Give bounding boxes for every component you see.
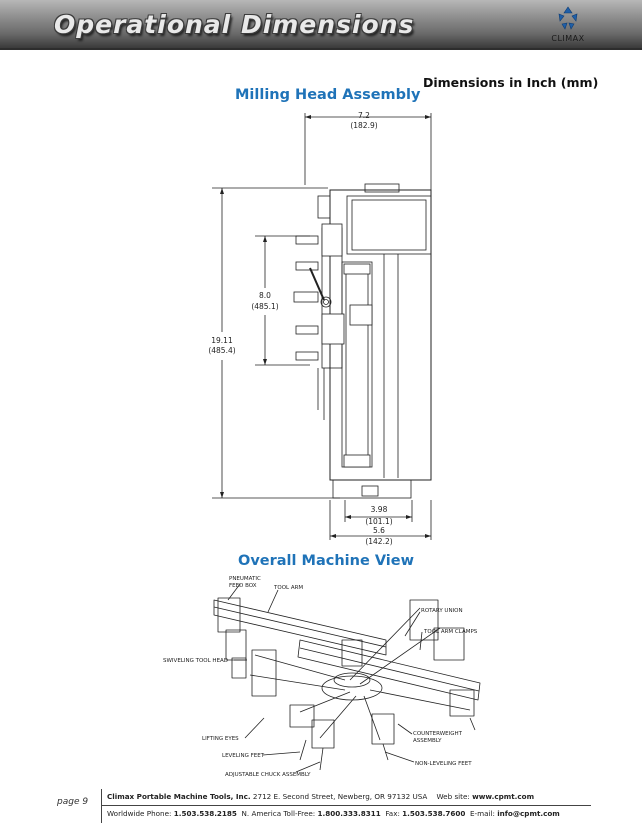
footer-worldwide-label: Worldwide Phone: <box>107 809 172 818</box>
label-swiveling-tool-head: SWIVELING TOOL HEAD <box>163 658 228 664</box>
logo-text: CLIMAX <box>551 34 585 43</box>
footer-contact-line: Worldwide Phone: 1.503.538.2185 N. Ameri… <box>107 809 560 818</box>
label-counterweight-2: ASSEMBLY <box>413 738 442 744</box>
dim-base-inner-mm: (101.1) <box>365 517 392 526</box>
footer-worldwide-phone: 1.503.538.2185 <box>173 809 237 818</box>
footer-company-line: Climax Portable Machine Tools, Inc. 2712… <box>107 792 534 801</box>
dim-height-total-mm: (485.4) <box>208 346 235 355</box>
label-tool-arm-clamps: TOOL ARM CLAMPS <box>423 629 478 635</box>
overall-machine-drawing: PNEUMATIC FEED BOX TOOL ARM ROTARY UNION… <box>163 576 481 778</box>
label-pneumatic-2: FEED BOX <box>229 583 257 589</box>
milling-head-title: Milling Head Assembly <box>235 87 421 103</box>
dim-height-total-in: 19.11 <box>211 336 233 345</box>
footer-divider-horizontal <box>101 805 591 806</box>
dim-base-outer-in: 5.6 <box>373 526 385 535</box>
milling-head-drawing: 7.2 (182.9) 19.11 (485.4) 8.0 (485.1) 3.… <box>208 111 432 546</box>
label-non-leveling-feet: NON-LEVELING FEET <box>415 761 472 767</box>
dim-height-mid-in: 8.0 <box>259 291 271 300</box>
label-pneumatic-1: PNEUMATIC <box>229 576 261 582</box>
page-title: Operational Dimensions <box>54 10 415 39</box>
label-adjustable-chuck: ADJUSTABLE CHUCK ASSEMBLY <box>225 772 311 778</box>
climax-logo: CLIMAX <box>543 4 593 46</box>
footer-email-link[interactable]: info@cpmt.com <box>497 809 560 818</box>
header-banner: Operational Dimensions CLIMAX <box>0 0 642 50</box>
dim-width-top-in: 7.2 <box>358 111 370 120</box>
overall-view-title: Overall Machine View <box>238 553 415 569</box>
footer-na-phone: 1.800.333.8311 <box>317 809 381 818</box>
footer-na-label: N. America Toll-Free: <box>241 809 316 818</box>
units-note: Dimensions in Inch (mm) <box>423 75 599 90</box>
page-number: page 9 <box>57 797 89 807</box>
label-rotary-union: ROTARY UNION <box>421 608 463 614</box>
footer-fax-label: Fax: <box>385 809 400 818</box>
label-leveling-feet: LEVELING FEET <box>222 753 265 759</box>
label-tool-arm: TOOL ARM <box>273 585 303 591</box>
dim-base-outer-mm: (142.2) <box>365 537 392 546</box>
footer-web-link[interactable]: www.cpmt.com <box>472 792 535 801</box>
label-lifting-eyes: LIFTING EYES <box>202 736 239 742</box>
label-counterweight-1: COUNTERWEIGHT <box>413 731 463 737</box>
footer-email-label: E-mail: <box>469 809 495 818</box>
dim-base-inner-in: 3.98 <box>371 505 388 514</box>
footer-fax: 1.503.538.7600 <box>402 809 466 818</box>
climax-star-icon <box>558 6 578 30</box>
footer-web-label: Web site: <box>436 792 470 801</box>
footer-divider-vertical <box>101 789 102 823</box>
dim-height-mid-mm: (485.1) <box>251 302 278 311</box>
footer-address: 2712 E. Second Street, Newberg, OR 97132… <box>252 792 428 801</box>
dim-width-top-mm: (182.9) <box>350 121 377 130</box>
footer-company: Climax Portable Machine Tools, Inc. <box>107 792 251 801</box>
